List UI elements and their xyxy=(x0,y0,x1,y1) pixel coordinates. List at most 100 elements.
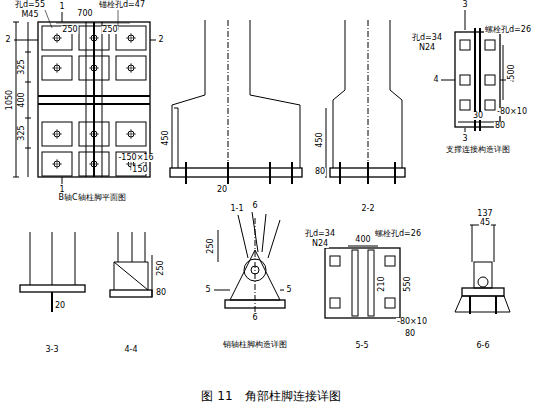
drawing-stroke xyxy=(28,22,29,177)
drawing-stroke xyxy=(325,248,400,318)
drawing-stroke xyxy=(102,22,103,177)
drawing-stroke xyxy=(13,22,19,23)
dimension-label: 250 xyxy=(61,26,78,34)
drawing-stroke xyxy=(114,262,148,290)
dimension-label: 3 xyxy=(461,1,468,9)
drawing-stroke xyxy=(218,230,219,262)
dimension-label: -150×16 xyxy=(117,154,154,162)
dimension-label: 6 xyxy=(251,202,258,210)
drawing-stroke xyxy=(52,159,62,169)
dimension-label: -80×10 xyxy=(396,318,428,326)
drawing-stroke xyxy=(118,232,145,262)
dimension-label: 325 xyxy=(18,124,26,141)
drawing-stroke xyxy=(114,262,148,290)
dimension-label: 250 xyxy=(101,26,118,34)
drawing-stroke xyxy=(116,56,146,80)
dimension-label: 2-2 xyxy=(360,205,375,213)
drawing-stroke xyxy=(116,26,146,50)
dimension-label: 450 xyxy=(316,131,324,148)
drawing-stroke xyxy=(455,296,510,312)
drawing-stroke xyxy=(174,108,178,109)
dimension-label: 325 xyxy=(18,58,26,75)
dimension-label: 250 xyxy=(207,237,215,254)
drawing-stroke xyxy=(465,128,466,132)
dimension-label: 螺栓孔d=26 xyxy=(374,230,422,238)
drawing-stroke xyxy=(352,250,358,316)
dimension-label: 4 xyxy=(432,76,439,84)
dimension-label: 137 xyxy=(476,210,493,218)
dimension-label: 80 xyxy=(494,122,506,130)
dimension-label: 6 xyxy=(251,314,258,322)
dimension-label: 5 xyxy=(285,286,292,294)
drawing-stroke xyxy=(455,32,500,127)
drawing-stroke xyxy=(214,290,230,291)
drawing-stroke xyxy=(385,256,395,266)
drawing-stroke xyxy=(86,22,87,177)
dimension-label: 20 xyxy=(54,302,66,310)
drawing-stroke xyxy=(465,10,466,30)
drawing-stroke xyxy=(333,20,402,168)
drawing-stroke xyxy=(126,33,136,43)
dimension-label: 1 xyxy=(58,186,65,194)
dimension-label: 2 xyxy=(4,36,11,44)
dimension-label: N24 xyxy=(418,44,436,52)
drawing-stroke xyxy=(485,100,495,110)
drawing-stroke xyxy=(178,108,179,168)
drawing-stroke xyxy=(20,285,85,292)
drawing-stroke xyxy=(56,23,130,24)
dimension-label: 4-4 xyxy=(123,346,138,354)
drawing-stroke xyxy=(45,10,52,28)
dimension-label: 20 xyxy=(216,186,228,194)
dimension-label: 400 xyxy=(18,91,26,108)
dimension-label: 2 xyxy=(157,36,164,44)
dimension-label: 孔d=34 xyxy=(411,34,443,42)
dimension-label: 螺栓孔d=26 xyxy=(484,26,532,34)
dimension-label: 支撑连接构造详图 xyxy=(445,146,511,154)
drawing-stroke xyxy=(51,292,53,312)
drawing-stroke xyxy=(42,56,72,80)
dimension-label: 210 xyxy=(378,275,386,292)
drawing-stroke xyxy=(93,22,95,177)
drawing-stroke xyxy=(110,290,152,297)
drawing-stroke xyxy=(150,40,156,41)
drawing-stroke xyxy=(460,100,470,110)
dimension-label: 80 xyxy=(155,289,167,297)
drawing-stroke xyxy=(238,212,280,258)
drawing-stroke xyxy=(460,75,470,85)
drawing-stroke xyxy=(30,232,75,285)
dimension-label: 3-3 xyxy=(44,346,59,354)
drawing-stroke xyxy=(340,162,395,184)
dimension-label: 80 xyxy=(314,168,326,176)
drawing-stroke xyxy=(172,20,300,168)
dimension-label: M45 xyxy=(20,11,39,19)
drawing-stroke xyxy=(330,298,340,308)
dimension-label: 5 xyxy=(204,286,211,294)
drawing-stroke xyxy=(330,256,340,266)
drawing-stroke xyxy=(462,288,504,296)
drawing-stroke xyxy=(485,75,495,85)
dimension-label: 锚栓孔d=47 xyxy=(98,1,146,9)
dimension-label: 150 xyxy=(131,166,148,174)
dimension-label: 400 xyxy=(354,236,371,244)
drawing-stroke xyxy=(470,296,496,314)
drawing-stroke xyxy=(458,122,497,123)
dimension-label: 6-6 xyxy=(475,342,490,350)
figure-caption: 图 11 角部柱脚连接详图 xyxy=(201,388,340,405)
drawing-stroke xyxy=(25,82,31,83)
drawing-stroke xyxy=(478,277,488,287)
drawing-stroke xyxy=(42,122,72,146)
dimension-label: 500 xyxy=(508,63,516,80)
dimension-label: 孔d=55 xyxy=(14,1,46,9)
drawing-stroke xyxy=(348,246,378,247)
dimension-label: 孔d=34 xyxy=(304,230,336,238)
drawing-stroke xyxy=(25,148,31,149)
drawing-stroke xyxy=(441,80,455,81)
drawing-stroke xyxy=(52,129,62,139)
drawing-stroke xyxy=(116,122,146,146)
drawing-stroke xyxy=(52,63,62,73)
drawing-stroke xyxy=(186,162,292,184)
drawing-stroke xyxy=(368,20,369,168)
drawing-stroke xyxy=(385,298,395,308)
drawing-stroke xyxy=(25,118,31,119)
